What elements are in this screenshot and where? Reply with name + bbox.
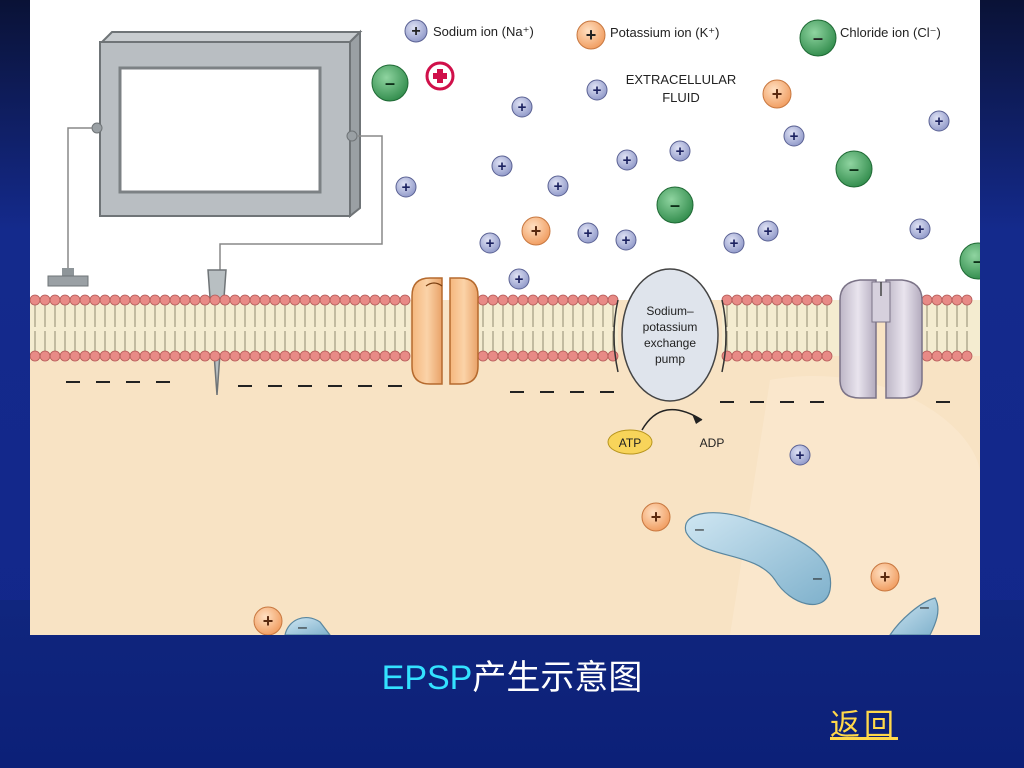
extracellular-label-line1: EXTRACELLULAR: [626, 72, 737, 87]
pump-label-line1: Sodium–: [646, 304, 694, 318]
svg-text:+: +: [916, 221, 925, 238]
intracellular-anion-protein-small: – –: [284, 597, 939, 635]
svg-text:+: +: [498, 158, 507, 175]
svg-text:+: +: [790, 128, 799, 145]
legend-potassium-label: Potassium ion (K⁺): [610, 25, 719, 40]
svg-text:+: +: [584, 225, 593, 242]
sodium-ion: +: [508, 268, 530, 290]
svg-text:+: +: [880, 567, 891, 587]
sodium-potassium-pump: Sodium– potassium exchange pump: [613, 268, 727, 402]
sodium-ion: +: [909, 218, 931, 240]
sodium-ion: +: [723, 232, 745, 254]
legend-sodium-icon: [404, 19, 428, 43]
caption-text: 产生示意图: [472, 659, 643, 697]
reference-electrode: [47, 268, 89, 287]
sodium-ion: +: [789, 444, 811, 466]
svg-text:–: –: [920, 599, 929, 616]
chloride-ion: –: [959, 242, 980, 280]
svg-text:+: +: [772, 84, 783, 104]
cell-membrane: [30, 294, 980, 362]
slide-caption: EPSP产生示意图: [0, 650, 1024, 699]
membrane-potential-charges: [66, 381, 950, 403]
svg-text:+: +: [730, 235, 739, 252]
svg-text:–: –: [298, 619, 307, 635]
sodium-ion: +: [491, 155, 513, 177]
sodium-ion: +: [577, 222, 599, 244]
caption-abbreviation: EPSP: [381, 659, 473, 697]
reference-wire: [67, 127, 92, 268]
potassium-ion: +: [870, 562, 900, 592]
pump-label-line2: potassium: [643, 320, 698, 334]
sodium-ion: +: [547, 175, 569, 197]
epsp-diagram: + Sodium ion (Na⁺) + Potassium ion (K⁺) …: [30, 0, 980, 635]
adp-label: ADP: [700, 436, 725, 450]
sodium-ion: +: [669, 140, 691, 162]
svg-text:+: +: [531, 221, 542, 241]
legend-sodium-label: Sodium ion (Na⁺): [433, 24, 534, 39]
oscilloscope-screen: [118, 66, 322, 194]
ion-channel-closed: [839, 279, 923, 399]
svg-text:–: –: [973, 251, 980, 271]
svg-text:–: –: [813, 28, 823, 48]
sodium-ion: +: [928, 110, 950, 132]
svg-text:+: +: [593, 82, 602, 99]
sodium-ion: +: [479, 232, 501, 254]
atp-label: ATP: [619, 436, 641, 450]
svg-text:+: +: [623, 152, 632, 169]
chloride-ion: –: [371, 64, 409, 102]
sodium-ion: +: [615, 229, 637, 251]
back-link[interactable]: 返回: [830, 708, 898, 743]
svg-text:+: +: [518, 99, 527, 116]
svg-text:+: +: [263, 611, 274, 631]
svg-text:–: –: [385, 73, 395, 93]
svg-text:+: +: [796, 447, 805, 464]
ion-field: + + + + + + + + + + + + + + + + + + + + + + – – – –: [253, 64, 980, 635]
svg-text:+: +: [935, 113, 944, 130]
potassium-ion: +: [762, 79, 792, 109]
legend-potassium-icon: [576, 20, 606, 50]
svg-text:–: –: [695, 521, 704, 538]
legend-chloride-label: Chloride ion (Cl⁻): [840, 25, 941, 40]
svg-text:+: +: [515, 271, 524, 288]
pump-label-line3: exchange: [644, 336, 696, 350]
svg-text:+: +: [411, 23, 420, 40]
svg-text:+: +: [622, 232, 631, 249]
entering-sodium-ion: [425, 61, 455, 91]
svg-text:–: –: [849, 159, 859, 179]
potassium-ion: +: [253, 606, 283, 635]
sodium-ion: +: [395, 176, 417, 198]
chloride-ion: –: [656, 186, 694, 224]
oscilloscope: [91, 29, 363, 219]
svg-text:+: +: [586, 25, 597, 45]
svg-text:+: +: [764, 223, 773, 240]
sodium-ion: +: [511, 96, 533, 118]
svg-text:–: –: [670, 195, 680, 215]
intracellular-anion-protein: – –: [684, 512, 832, 606]
potassium-ion: +: [521, 216, 551, 246]
extracellular-label-line2: FLUID: [662, 90, 700, 105]
svg-text:+: +: [651, 507, 662, 527]
pump-label-line4: pump: [655, 352, 685, 366]
svg-text:+: +: [402, 179, 411, 196]
svg-text:–: –: [813, 570, 822, 587]
sodium-ion: +: [757, 220, 779, 242]
chloride-ion: –: [835, 150, 873, 188]
sodium-ion: +: [616, 149, 638, 171]
sodium-ion: +: [586, 79, 608, 101]
sodium-ion: +: [783, 125, 805, 147]
atp-molecule: [607, 429, 653, 455]
svg-text:+: +: [554, 178, 563, 195]
legend-chloride-icon: [799, 19, 837, 57]
potassium-ion: +: [641, 502, 671, 532]
svg-text:+: +: [486, 235, 495, 252]
svg-text:+: +: [676, 143, 685, 160]
atp-adp-reaction: ATP ADP: [607, 408, 725, 455]
legend: + Sodium ion (Na⁺) + Potassium ion (K⁺) …: [404, 19, 941, 57]
recording-wire: [219, 135, 383, 270]
ion-channel-open: [411, 277, 479, 385]
